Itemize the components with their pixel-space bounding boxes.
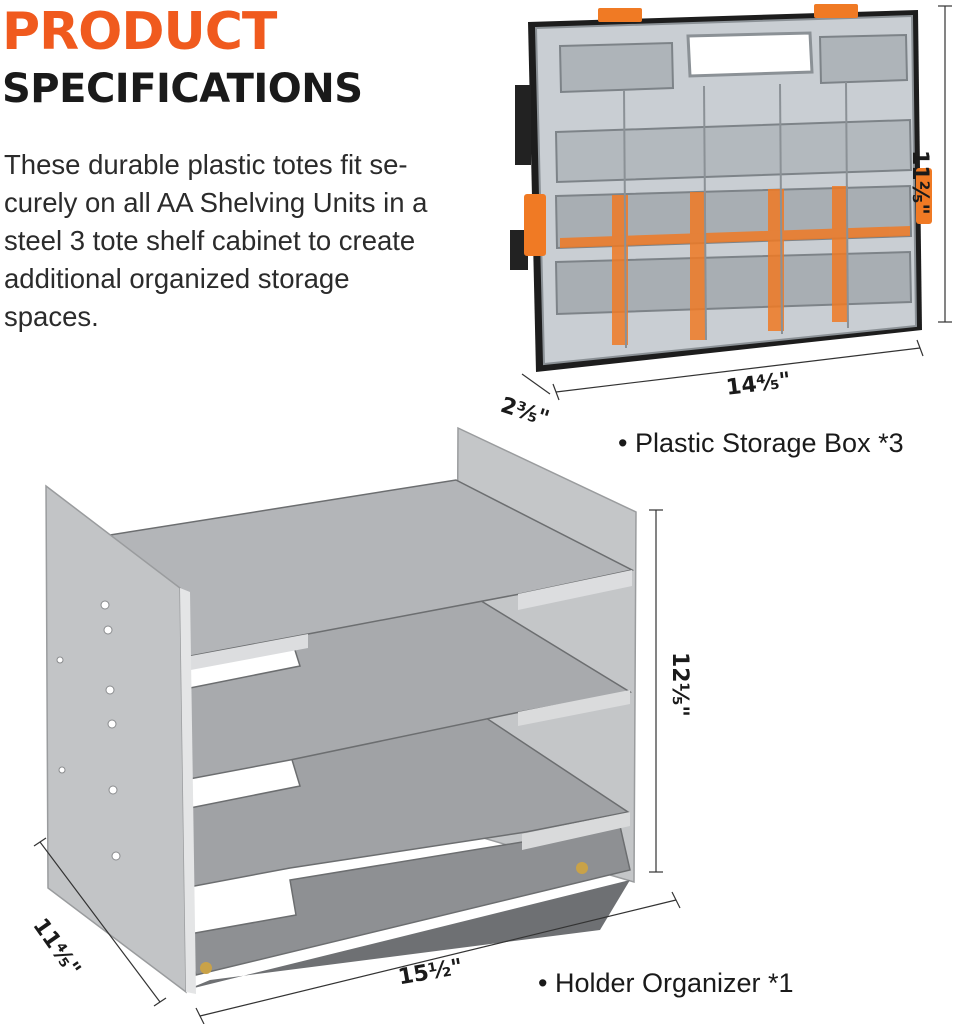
page-title-product: PRODUCT [2, 2, 277, 62]
storage-box-item-label: • Plastic Storage Box *3 [618, 428, 904, 458]
box-height-label: 11⅖" [907, 150, 932, 215]
page-title-specifications: SPECIFICATIONS [2, 66, 363, 112]
holder-organizer-image [45, 426, 637, 994]
description-line: curely on all AA Shelving Units in a [4, 187, 428, 218]
description-line: additional organized storage [4, 263, 350, 294]
description-line: steel 3 tote shelf cabinet to create [4, 225, 416, 256]
description-line: These durable plastic totes fit se- [4, 149, 408, 180]
holder-organizer-item-label: • Holder Organizer *1 [538, 968, 794, 998]
description-line: spaces. [4, 301, 99, 332]
box-dimension-lines [521, 5, 952, 401]
product-description: These durable plastic totes fit se- cure… [4, 146, 484, 336]
rack-dimension-lines [33, 509, 681, 1024]
plastic-storage-box-image [510, 4, 932, 372]
rack-height-label: 12⅕" [667, 652, 692, 717]
